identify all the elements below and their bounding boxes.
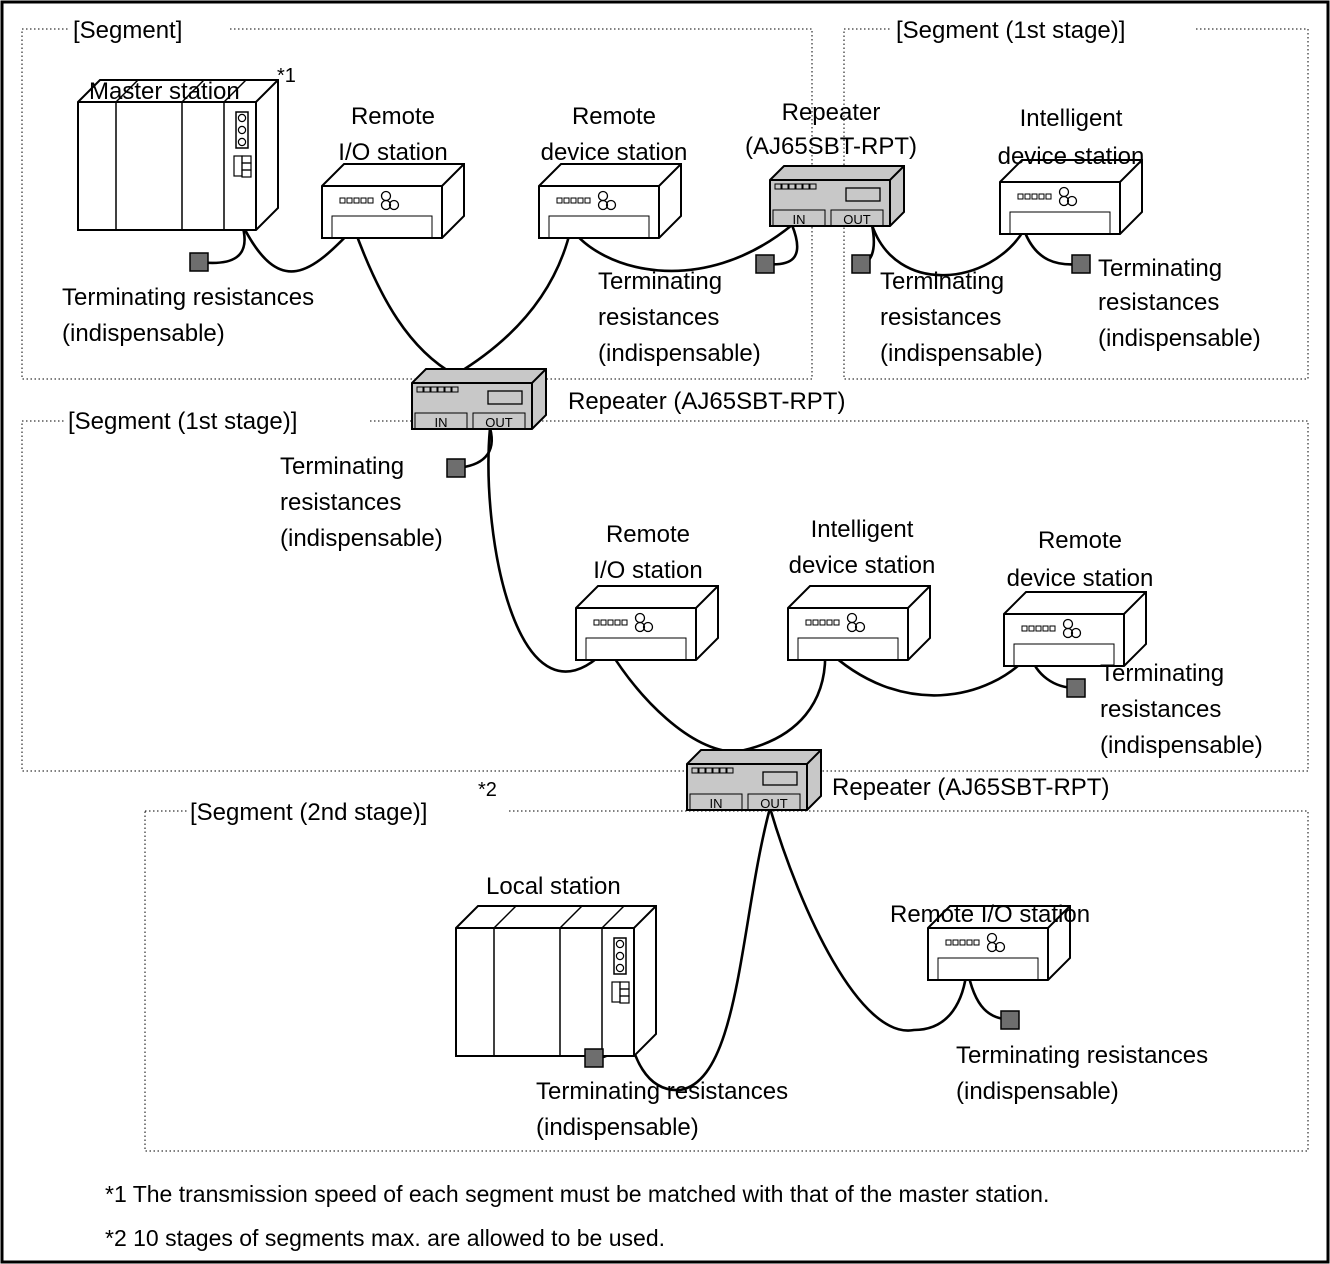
segment-title-bottom: [Segment (2nd stage)] [190, 799, 427, 826]
cable [487, 427, 609, 673]
repeater-top-label: Repeater(AJ65SBT-RPT) [745, 99, 917, 160]
repeater-port-out-label: OUT [485, 415, 513, 430]
terminating-resistance-block [755, 254, 775, 274]
intelligent-device-station-1-device [999, 159, 1143, 235]
cable [734, 647, 827, 754]
footnote-2: *2 10 stages of segments max. are allowe… [105, 1225, 665, 1251]
local-station-label: Local station [486, 873, 621, 900]
repeater-2-label: Repeater (AJ65SBT-RPT) [832, 774, 1109, 801]
terminating-resistance-block [189, 252, 209, 272]
master-station-label: Master station [89, 78, 240, 105]
cable [768, 807, 969, 1032]
terminating-resistance-block [446, 458, 466, 478]
remote-io-station-3-label: Remote I/O station [890, 901, 1090, 928]
terminating-resistance-label: Terminating resistances(indispensable) [956, 1042, 1208, 1105]
terminating-resistance-label: Terminating resistances(indispensable) [62, 284, 314, 347]
repeater-port-in-label: IN [435, 415, 448, 430]
remote-io-station-2-device [575, 585, 719, 661]
repeater-port-out-label: OUT [760, 796, 788, 811]
remote-device-station-2-device [1003, 591, 1147, 667]
cable [454, 227, 573, 377]
repeater-port-in-label: IN [710, 796, 723, 811]
footnote-mark-1: *1 [277, 65, 296, 87]
segment-box-middle [21, 420, 1309, 772]
segment-box-bottom [144, 810, 1309, 1152]
remote-device-station-1-device [538, 163, 682, 239]
remote-io-station-1-device [321, 163, 465, 239]
cable [824, 647, 1031, 697]
intelligent-device-station-2-device [787, 585, 931, 661]
repeater-top-device [769, 165, 905, 227]
repeater-1-device [411, 368, 547, 430]
cable [624, 807, 772, 1092]
cable [569, 223, 793, 273]
terminating-resistance-block [1000, 1010, 1020, 1030]
local-station-device [455, 905, 657, 1057]
footnote-1: *1 The transmission speed of each segmen… [105, 1181, 1049, 1207]
terminating-resistance-block [1071, 254, 1091, 274]
repeater-port-out-label: OUT [843, 212, 871, 227]
terminating-resistance-block [584, 1048, 604, 1068]
cable [870, 224, 1026, 277]
cable [352, 227, 456, 377]
segment-title-middle: [Segment (1st stage)] [68, 408, 297, 435]
repeater-1-label: Repeater (AJ65SBT-RPT) [568, 388, 845, 415]
cable [240, 223, 355, 273]
segment-title-top-left: [Segment] [73, 17, 182, 44]
cable [606, 647, 736, 754]
terminating-resistance-block [851, 254, 871, 274]
footnote-mark-2: *2 [478, 779, 497, 801]
segment-title-top-right: [Segment (1st stage)] [896, 17, 1125, 44]
repeater-port-in-label: IN [793, 212, 806, 227]
terminating-resistance-label: Terminating resistances(indispensable) [536, 1078, 788, 1141]
terminating-resistance-block [1066, 678, 1086, 698]
repeater-2-device [686, 749, 822, 811]
